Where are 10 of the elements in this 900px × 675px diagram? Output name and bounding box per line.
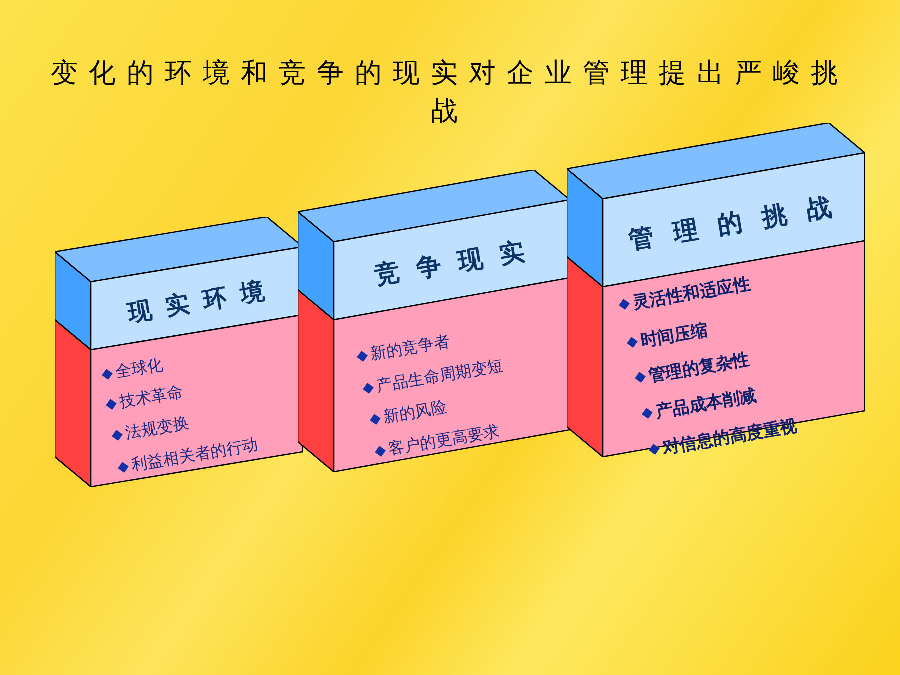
list-item: 灵活性和适应性 bbox=[630, 272, 752, 314]
list-item: 法规变换 bbox=[124, 412, 191, 444]
title: 变化的环境和竞争的现实对企业管理提出严峻挑战 bbox=[50, 57, 850, 129]
list-item: 全球化 bbox=[114, 354, 165, 384]
list-item: 新的竞争者 bbox=[369, 331, 452, 366]
list-item: 新的风险 bbox=[382, 396, 449, 428]
list-item: 技术革命 bbox=[118, 382, 185, 414]
block-heading: 现实环境 bbox=[125, 272, 281, 329]
block-heading: 管理的挑战 bbox=[626, 188, 854, 257]
block-heading: 竞争现实 bbox=[372, 232, 544, 292]
